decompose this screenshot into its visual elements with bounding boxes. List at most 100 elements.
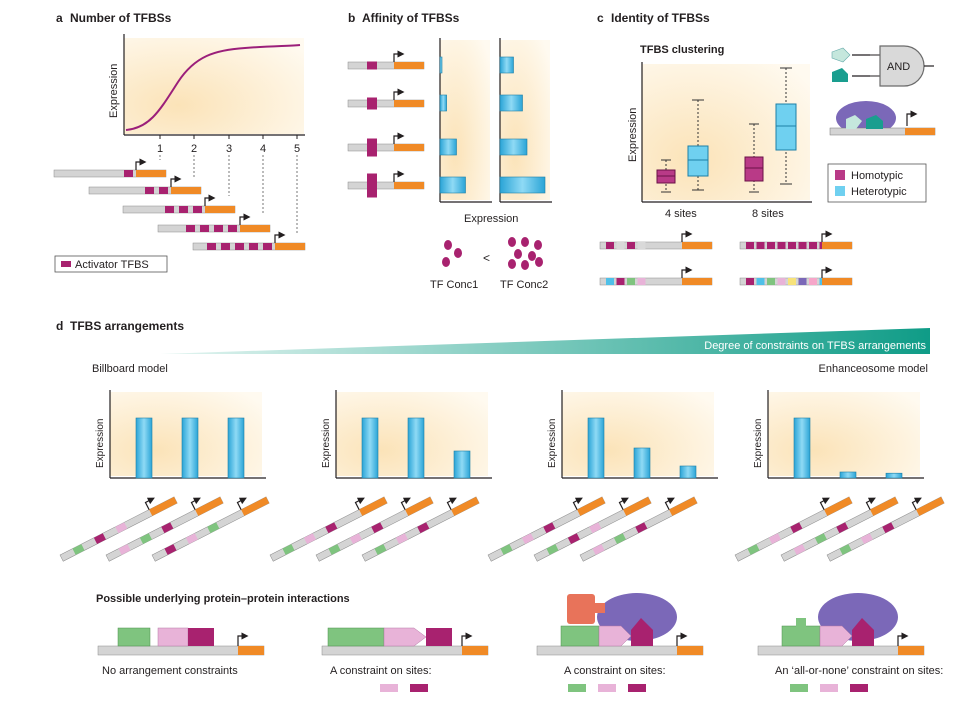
tfbs-site [124, 170, 133, 177]
conc1-bar [439, 138, 457, 156]
tfbs-site [249, 243, 258, 250]
tfbs-site [417, 522, 430, 534]
tf-conc1-cluster [442, 240, 462, 267]
tf-conc2-label: TF Conc2 [500, 279, 548, 291]
conc1-bar [439, 176, 466, 194]
site-key-swatch [790, 684, 808, 692]
x-tick-label: 3 [226, 143, 232, 155]
panel-d-letter: d [56, 319, 63, 333]
tfbs-site [207, 243, 216, 250]
tfbs-site [328, 544, 341, 555]
tfbs-site [777, 242, 786, 249]
boxplot-4-sites-homotypic [656, 159, 676, 193]
tfbs-site [790, 522, 803, 534]
tfbs-site [613, 533, 626, 544]
tfbs-site [367, 61, 377, 70]
gene-body [136, 170, 166, 177]
tf-conc1-label: TF Conc1 [430, 279, 478, 291]
tss-arrow [400, 497, 411, 510]
tfbs-site [186, 225, 195, 232]
tfbs-site [185, 533, 198, 544]
tss-arrow [681, 230, 693, 242]
site-key-swatch [410, 684, 428, 692]
protein-complex-1 [97, 627, 265, 656]
conc2-bar [499, 56, 514, 74]
gene-body [394, 182, 424, 189]
tfbs-site [567, 533, 580, 544]
tfbs-site [118, 544, 131, 555]
site-key-1 [380, 684, 428, 692]
tfbs-site [606, 242, 614, 249]
gene-body [623, 496, 652, 516]
tick-8-sites: 8 sites [752, 208, 784, 220]
panel-b-plot1 [440, 40, 490, 200]
tfbs-site [139, 533, 152, 544]
tfbs-site [179, 206, 188, 213]
tfbs-site [788, 278, 796, 285]
diagonal-promoter [579, 496, 698, 562]
panel-b-x-label: Expression [464, 213, 518, 225]
tfbs-site [637, 242, 646, 249]
y-axis-label: Expression [95, 419, 106, 468]
homotypic-8-sites [739, 230, 853, 250]
tss-arrow [819, 497, 830, 510]
promoter-3-sites [122, 194, 236, 214]
gene-body [394, 144, 424, 151]
gene-body [394, 100, 424, 107]
tf-magenta [631, 618, 653, 646]
tf-green [560, 625, 600, 647]
tss-arrow [676, 632, 688, 646]
diagonal-promoter [361, 496, 480, 562]
and-gate-label: AND [887, 61, 910, 73]
tf-green [117, 627, 151, 647]
tfbs-site [627, 242, 635, 249]
tss-arrow [274, 231, 286, 243]
tfbs-site [282, 544, 295, 555]
tfbs-site [768, 533, 781, 544]
panel-d-site-keys [380, 684, 868, 692]
gene-body [682, 242, 712, 249]
panel-b-promoters [347, 50, 425, 198]
tfbs-site [788, 242, 796, 249]
comparator: < [483, 251, 490, 265]
arrangement-chart-3: Expression [547, 390, 718, 479]
promoter-2-sites [88, 175, 202, 195]
y-axis-label: Expression [547, 419, 558, 468]
arrangement-chart-4: Expression [753, 390, 924, 479]
tf-pink [383, 627, 427, 647]
tfbs-site [767, 242, 775, 249]
tfbs-site [228, 225, 237, 232]
gene-body [241, 496, 270, 516]
tf-green [327, 627, 385, 647]
tss-arrow [664, 497, 675, 510]
gene-body [359, 496, 388, 516]
tss-arrow [393, 132, 405, 144]
tfbs-site [767, 278, 775, 285]
panel-c-y-label: Expression [627, 108, 639, 162]
expression-bar [885, 472, 903, 479]
panel-a-legend: Activator TFBS [54, 255, 168, 273]
tfbs-site [263, 243, 272, 250]
site-key-swatch [628, 684, 646, 692]
tss-arrow [572, 497, 583, 510]
panel-d-charts: Expression Expression Expression Expression [95, 390, 924, 479]
tfbs-site [93, 533, 106, 544]
protein-complex-4 [757, 593, 925, 656]
panel-d: d TFBS arrangements Degree of constraint… [56, 319, 945, 692]
tss-arrow [618, 497, 629, 510]
y-axis-label: Expression [321, 419, 332, 468]
gene-body [898, 646, 924, 655]
activator-tfbs-swatch [61, 261, 71, 267]
tfbs-site [814, 533, 827, 544]
panel-b: b Affinity of TFBSs Expression < TF Conc… [347, 11, 552, 291]
tfbs-site [374, 544, 387, 555]
gene-body [195, 496, 224, 516]
diagonal-promoter [269, 496, 388, 562]
panel-c: c Identity of TFBSs TFBS clustering Expr… [597, 11, 936, 286]
tss-arrow [393, 50, 405, 62]
affinity-promoter-2 [347, 88, 425, 110]
protein-complex-3 [536, 593, 704, 656]
y-axis-label: Expression [753, 419, 764, 468]
